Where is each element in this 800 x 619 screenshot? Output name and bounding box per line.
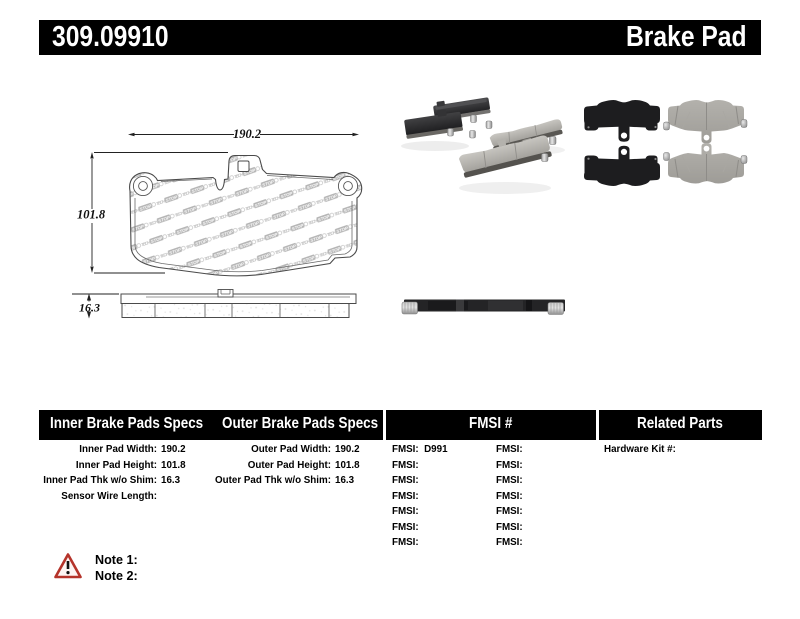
svg-text:101.8: 101.8: [77, 208, 106, 222]
svg-text:190.2: 190.2: [233, 127, 261, 141]
svg-text:16.3: 16.3: [79, 301, 100, 315]
